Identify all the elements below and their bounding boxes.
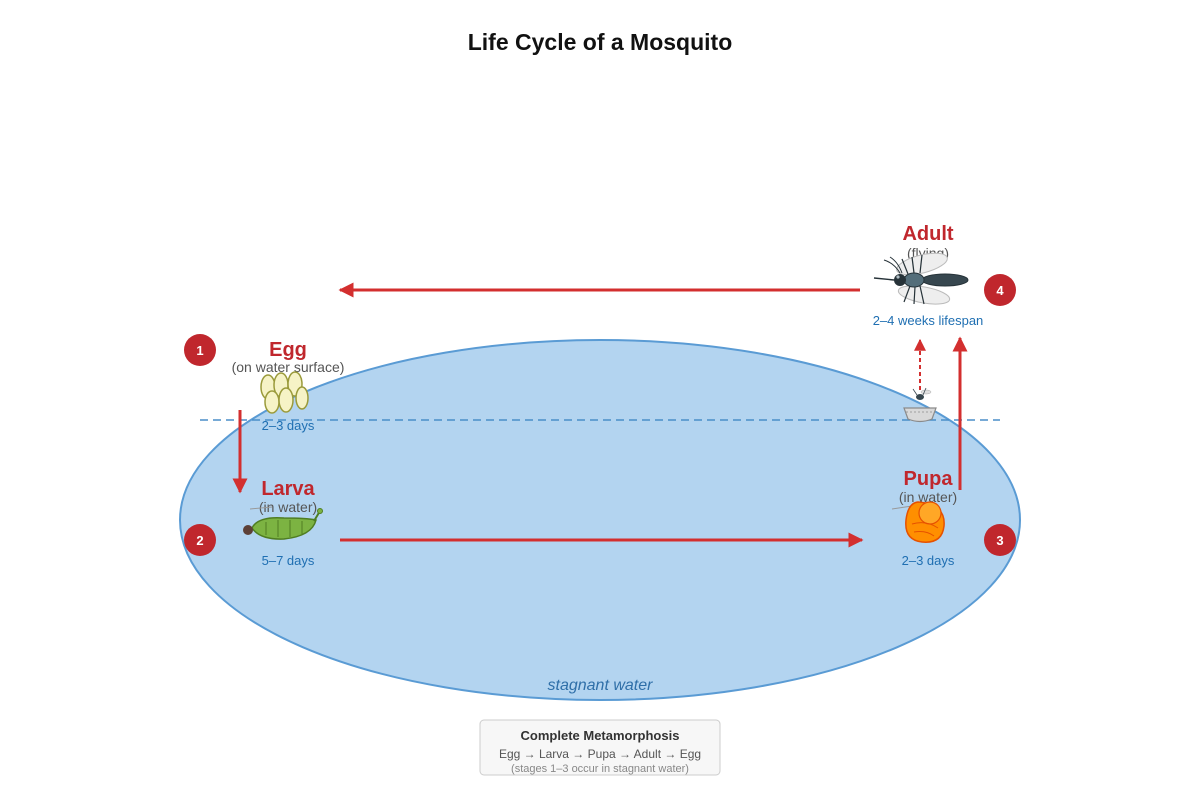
water-label: stagnant water (548, 677, 654, 694)
larva-sublabel: (in water) (259, 499, 317, 515)
step-number-2: 2 (196, 533, 203, 548)
egg-sublabel: (on water surface) (232, 359, 345, 375)
pupa-label: Pupa (904, 468, 954, 490)
larva-label: Larva (261, 478, 315, 500)
legend-title: Complete Metamorphosis (521, 728, 680, 743)
larva-duration: 5–7 days (262, 553, 315, 568)
pupa-stage: Pupa (in water) 2–3 days (891, 468, 957, 568)
larva-icon (243, 506, 323, 540)
adult-label: Adult (902, 223, 953, 245)
step-badge-2: 2 (184, 524, 216, 556)
step-number-4: 4 (996, 283, 1004, 298)
legend-sequence: Egg → Larva → Pupa → Adult → Egg (499, 747, 701, 761)
adult-duration: 2–4 weeks lifespan (873, 313, 984, 328)
egg-label: Egg (269, 339, 307, 361)
step-badge-3: 3 (984, 524, 1016, 556)
step-number-1: 1 (196, 343, 203, 358)
pupa-sublabel: (in water) (899, 489, 957, 505)
adult-stage: Adult (flying) 2–4 weeks lifespan (873, 223, 984, 328)
pupa-duration: 2–3 days (902, 553, 955, 568)
mosquito-icon (873, 252, 969, 305)
water-pond (179, 339, 1021, 701)
egg-raft-icon (260, 371, 309, 414)
step-number-3: 3 (996, 533, 1003, 548)
page-title: Life Cycle of a Mosquito (468, 29, 733, 55)
step-badge-4: 4 (984, 274, 1016, 306)
legend-note: (stages 1–3 occur in stagnant water) (511, 763, 689, 775)
step-badge-1: 1 (184, 334, 216, 366)
larva-stage: Larva (in water) 5–7 days (243, 478, 323, 568)
legend-box: Complete Metamorphosis Egg → Larva → Pup… (479, 719, 721, 776)
egg-stage: Egg (on water surface) 2–3 days (232, 339, 345, 433)
egg-duration: 2–3 days (262, 418, 315, 433)
emerging-adult-icon (903, 387, 937, 423)
pupa-icon (891, 501, 945, 543)
